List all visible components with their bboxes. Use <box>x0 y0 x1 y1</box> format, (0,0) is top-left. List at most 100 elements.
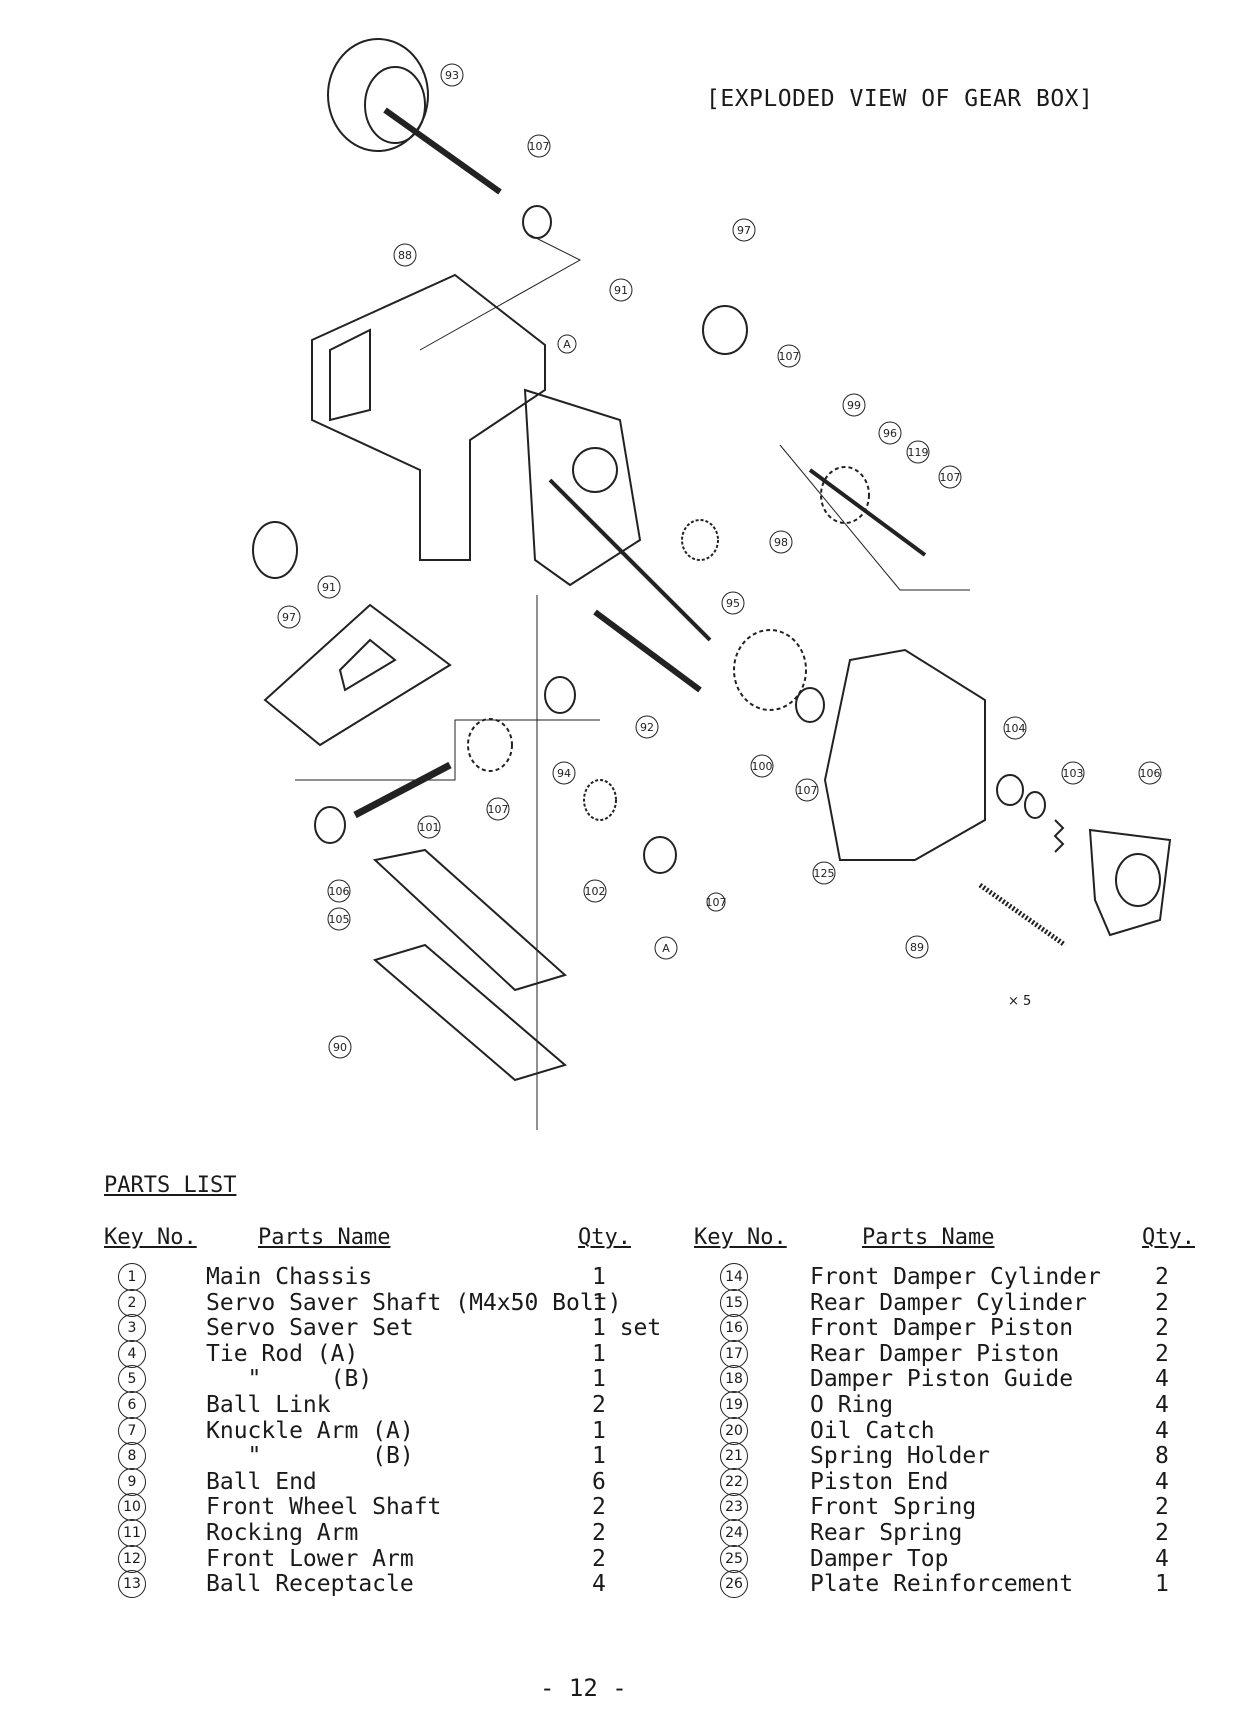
part-name: Damper Piston Guide <box>810 1366 1074 1393</box>
left-name-header: Parts Name <box>258 1225 391 1250</box>
part-name: Servo Saver Set <box>206 1315 414 1342</box>
part-qty: 1 <box>1155 1571 1169 1598</box>
callout-label: 91 <box>322 581 336 594</box>
part-qty: 2 <box>592 1494 606 1521</box>
part-key-number: 21 <box>720 1442 748 1471</box>
part-key-number: 24 <box>720 1519 748 1547</box>
part-qty: 1 <box>592 1289 606 1316</box>
callout-label: 107 <box>779 350 800 363</box>
part-key-number: 25 <box>720 1544 748 1573</box>
part-key-number: 3 <box>118 1314 146 1343</box>
part-key-number: 13 <box>118 1570 146 1599</box>
part-key-number: 5 <box>118 1365 146 1394</box>
part-qty: 1 set <box>592 1315 662 1342</box>
part-key-number: 15 <box>720 1288 748 1317</box>
part-qty: 4 <box>1155 1366 1169 1393</box>
callout-91b <box>317 575 341 599</box>
part-name: Piston End <box>810 1468 949 1495</box>
callout-94 <box>417 815 441 839</box>
part-key-number: 6 <box>118 1391 146 1419</box>
part-key-number: 20 <box>720 1416 748 1445</box>
callout-102 <box>583 879 607 903</box>
callout-label: A <box>563 338 571 351</box>
part-name: Front Lower Arm <box>206 1545 414 1572</box>
part-qty: 2 <box>1155 1289 1169 1316</box>
part-key-number: 23 <box>720 1493 748 1522</box>
part-name: Plate Reinforcement <box>810 1571 1074 1598</box>
callout-93 <box>440 63 464 87</box>
callout-label: 89 <box>910 941 924 954</box>
part-qty: 2 <box>1155 1494 1169 1521</box>
part-name: Ball Receptacle <box>206 1571 414 1598</box>
callout-90 <box>328 1035 352 1059</box>
part-key-number: 16 <box>720 1314 748 1343</box>
part-name: Front Damper Cylinder <box>810 1264 1101 1290</box>
callout-107e <box>1003 716 1027 740</box>
callout-95 <box>721 591 745 615</box>
part-name: Damper Top <box>810 1545 949 1572</box>
callout-label: 101 <box>419 821 440 834</box>
callout-119 <box>906 440 930 464</box>
callout-101 <box>486 797 510 821</box>
part-name: Front Spring <box>810 1494 977 1521</box>
part-key-number: 14 <box>720 1263 748 1291</box>
callout-label: 107 <box>529 140 550 153</box>
callout-label: 96 <box>883 427 897 440</box>
part-qty: 4 <box>1155 1417 1169 1444</box>
multiplier-label: × 5 <box>1008 994 1032 1009</box>
callout-99 <box>842 393 866 417</box>
part-name: Front Wheel Shaft <box>206 1494 442 1521</box>
callout-label: 105 <box>329 913 350 926</box>
part-key-number: 7 <box>118 1416 146 1445</box>
part-qty: 1 <box>592 1340 606 1367</box>
part-qty: 2 <box>1155 1520 1169 1546</box>
callout-104 <box>1061 761 1085 785</box>
callout-107b <box>777 344 801 368</box>
part-key-number: 17 <box>720 1339 748 1368</box>
part-qty: 2 <box>592 1520 606 1546</box>
callout-125 <box>812 861 836 885</box>
callout-92 <box>635 715 659 739</box>
part-name: Ball End <box>206 1468 317 1495</box>
callout-label: 99 <box>847 399 861 412</box>
part-key-number: 1 <box>118 1263 146 1291</box>
callout-98 <box>769 530 793 554</box>
part-qty: 1 <box>592 1366 606 1393</box>
part-name: Knuckle Arm (A) <box>206 1417 414 1444</box>
part-name: Rear Damper Piston <box>810 1340 1060 1367</box>
parts-list-heading: PARTS LIST <box>104 1173 237 1198</box>
part-name: Ball Link <box>206 1392 331 1418</box>
part-qty: 2 <box>592 1545 606 1572</box>
callout-label: 107 <box>706 896 727 909</box>
callout-label: 92 <box>640 721 654 734</box>
callout-label: 119 <box>908 446 929 459</box>
callout-label: 106 <box>329 885 350 898</box>
callout-88 <box>393 243 417 267</box>
part-qty: 6 <box>592 1468 606 1495</box>
part-name: Rocking Arm <box>206 1520 359 1546</box>
part-key-number: 26 <box>720 1570 748 1599</box>
callout-107 <box>527 134 551 158</box>
callout-label: 93 <box>445 69 459 82</box>
part-key-number: 2 <box>118 1288 146 1317</box>
callout-89 <box>905 935 929 959</box>
callout-105 <box>327 907 351 931</box>
callout-100 <box>750 754 774 778</box>
callout-91 <box>609 278 633 302</box>
callout-106 <box>552 761 576 785</box>
right-qty-header: Qty. <box>1142 1225 1195 1250</box>
callout-label: 100 <box>752 760 773 773</box>
part-qty: 4 <box>1155 1468 1169 1495</box>
callout-label: 97 <box>282 611 296 624</box>
callout-label: 98 <box>774 536 788 549</box>
exploded-view-diagram: 93107978891A1079996119107989591979210010… <box>252 38 1172 1130</box>
callout-a-b <box>706 892 726 912</box>
part-key-number: 19 <box>720 1391 748 1419</box>
callout-107d <box>795 778 819 802</box>
part-qty: 1 <box>592 1264 606 1290</box>
part-key-number: 10 <box>118 1493 146 1522</box>
callout-96 <box>878 421 902 445</box>
part-name: Front Damper Piston <box>810 1315 1074 1342</box>
right-name-header: Parts Name <box>862 1225 995 1250</box>
left-key-header: Key No. <box>104 1225 197 1250</box>
